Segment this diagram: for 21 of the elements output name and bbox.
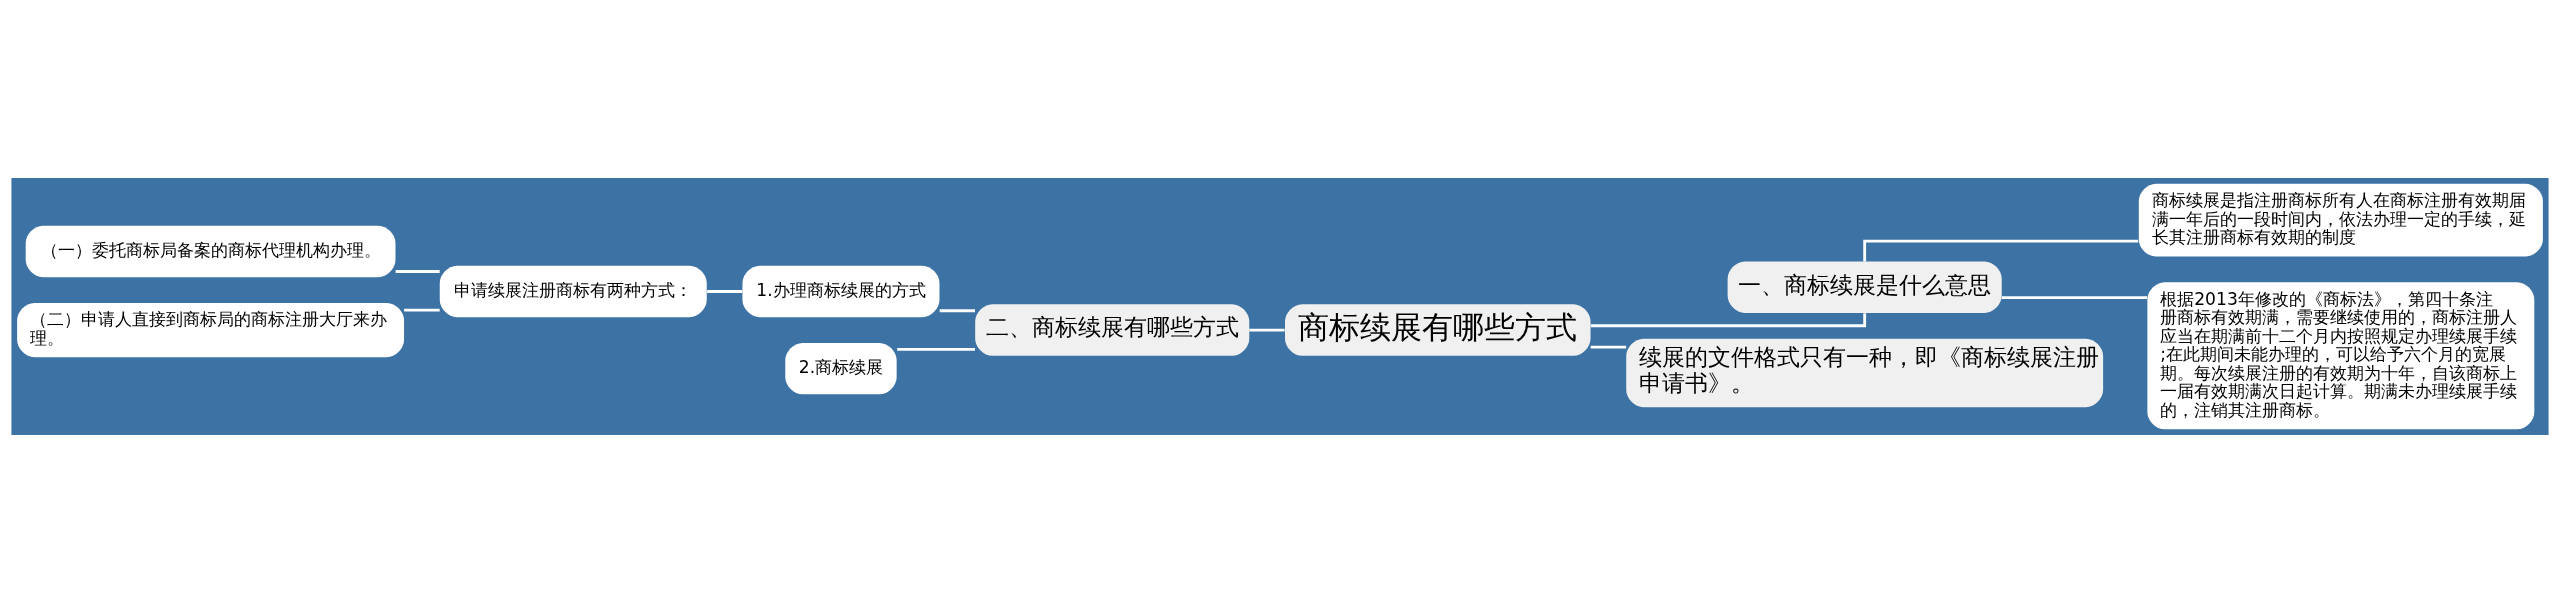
connector xyxy=(939,309,975,313)
node-box: 二、商标续展有哪些方式 xyxy=(975,304,1250,356)
connector xyxy=(1863,239,2139,262)
node-box: 1.办理商标续展的方式 xyxy=(742,265,940,318)
node-box: （一）委托商标局备案的商标代理机构办理。 xyxy=(25,225,396,278)
node-box: 商标续展有哪些方式 xyxy=(1285,304,1591,356)
connector xyxy=(395,270,440,273)
connector xyxy=(1590,313,1867,328)
node-box: 根据2013年修改的《商标法》，第四十条注册商标有效期满，需要继续使用的，商标注册人应当在期满前十二个月内按照规定办理续展手续;在此期间未能办理的，可以给予六个月的宽展期。每次续展注册的有效期为十年，自该商标上一届有效期满次日起计算。期满未办理续展手续的，注销其注册商标。 xyxy=(2147,282,2535,430)
node-box: 商标续展是指注册商标所有人在商标注册有效期届满一年后的一段时间内，依法办理一定的手续，延长其注册商标有效期的制度 xyxy=(2138,183,2543,257)
connector xyxy=(897,347,975,351)
node-box: 一、商标续展是什么意思 xyxy=(1727,261,2002,313)
connector xyxy=(2001,296,2148,299)
connector xyxy=(707,290,743,293)
connector xyxy=(404,308,440,312)
node-box: 申请续展注册商标有两种方式： xyxy=(439,265,707,318)
connector xyxy=(1590,345,1627,349)
node-box: （二）申请人直接到商标局的商标注册大厅来办理。 xyxy=(17,302,405,358)
node-box: 续展的文件格式只有一种，即《商标续展注册申请书》。 xyxy=(1626,338,2104,408)
connector xyxy=(1249,328,1285,332)
node-box: 2.商标续展 xyxy=(785,342,897,395)
